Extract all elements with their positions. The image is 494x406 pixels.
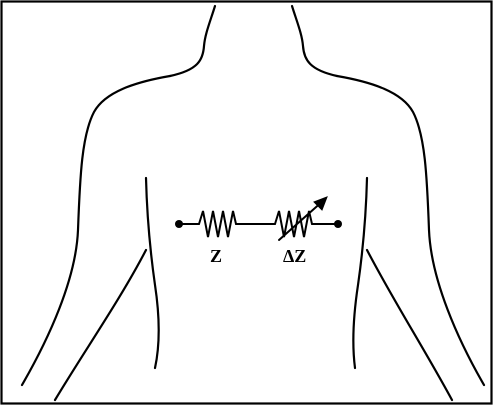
right-arm-lower-edge [367,250,452,400]
right-shoulder-arm [337,76,484,385]
left-arm-lower-edge [55,250,146,400]
resistor-z [199,211,236,237]
label-delta-z: ΔZ [283,246,306,266]
neck-right [292,6,337,76]
neck-left [170,6,215,76]
label-z: Z [210,246,222,266]
right-inner-arm [353,178,367,368]
right-terminal [334,220,342,228]
variable-arrow-shaft [279,200,324,240]
left-inner-arm [146,178,159,368]
impedance-circuit [175,197,342,240]
